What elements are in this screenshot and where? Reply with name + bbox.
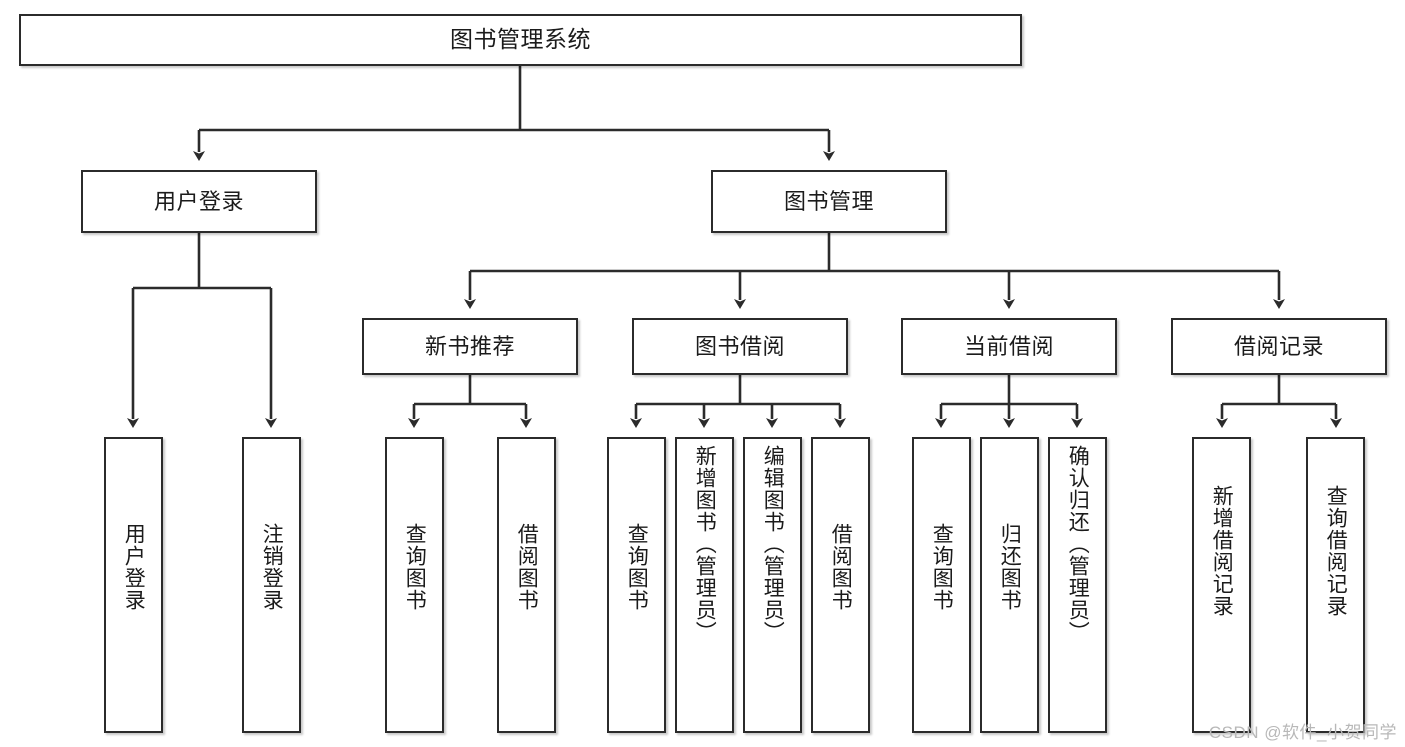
node-label: 注销登录 <box>260 523 284 611</box>
node-label: 图书借阅 <box>694 333 785 359</box>
node-leaf-add-borrow-record[interactable]: 新增借阅记录 <box>1192 437 1251 733</box>
node-borrow-record[interactable]: 借阅记录 <box>1171 318 1387 375</box>
node-user-login[interactable]: 用户登录 <box>81 170 317 233</box>
node-leaf-user-login[interactable]: 用户登录 <box>104 437 163 733</box>
node-label: 归还图书 <box>998 523 1022 611</box>
node-leaf-logout[interactable]: 注销登录 <box>242 437 301 733</box>
node-label: 图书管理 <box>783 188 874 214</box>
csdn-watermark: CSDN @软件_小贺同学 <box>1208 723 1397 742</box>
node-label: 借阅图书 <box>515 523 539 611</box>
node-label: 借阅记录 <box>1233 333 1324 359</box>
node-new-book-recommend[interactable]: 新书推荐 <box>362 318 578 375</box>
node-label: 图书管理系统 <box>450 26 591 53</box>
node-leaf-query-book-borrow[interactable]: 查询图书 <box>607 437 666 733</box>
node-leaf-query-book-current[interactable]: 查询图书 <box>912 437 971 733</box>
node-label: 新增图书（管理员） <box>693 445 717 643</box>
node-label: 借阅图书 <box>829 523 853 611</box>
node-current-borrow[interactable]: 当前借阅 <box>901 318 1117 375</box>
node-label: 查询图书 <box>403 523 427 611</box>
node-leaf-borrow-book[interactable]: 借阅图书 <box>811 437 870 733</box>
node-book-management[interactable]: 图书管理 <box>711 170 947 233</box>
node-leaf-query-book-recommend[interactable]: 查询图书 <box>385 437 444 733</box>
node-book-borrow[interactable]: 图书借阅 <box>632 318 848 375</box>
node-leaf-query-borrow-record[interactable]: 查询借阅记录 <box>1306 437 1365 733</box>
node-label: 当前借阅 <box>963 333 1054 359</box>
node-label: 用户登录 <box>153 188 244 214</box>
node-leaf-confirm-return-admin[interactable]: 确认归还（管理员） <box>1048 437 1107 733</box>
node-root-system[interactable]: 图书管理系统 <box>19 14 1022 66</box>
node-label: 用户登录 <box>122 523 146 611</box>
node-label: 新增借阅记录 <box>1210 485 1234 617</box>
node-leaf-add-book-admin[interactable]: 新增图书（管理员） <box>675 437 734 733</box>
node-label: 新书推荐 <box>424 333 515 359</box>
node-leaf-borrow-book-recommend[interactable]: 借阅图书 <box>497 437 556 733</box>
node-leaf-return-book[interactable]: 归还图书 <box>980 437 1039 733</box>
node-label: 确认归还（管理员） <box>1066 445 1090 643</box>
node-leaf-edit-book-admin[interactable]: 编辑图书（管理员） <box>743 437 802 733</box>
node-label: 查询借阅记录 <box>1324 485 1348 617</box>
node-label: 查询图书 <box>930 523 954 611</box>
node-label: 查询图书 <box>625 523 649 611</box>
node-label: 编辑图书（管理员） <box>761 445 785 643</box>
